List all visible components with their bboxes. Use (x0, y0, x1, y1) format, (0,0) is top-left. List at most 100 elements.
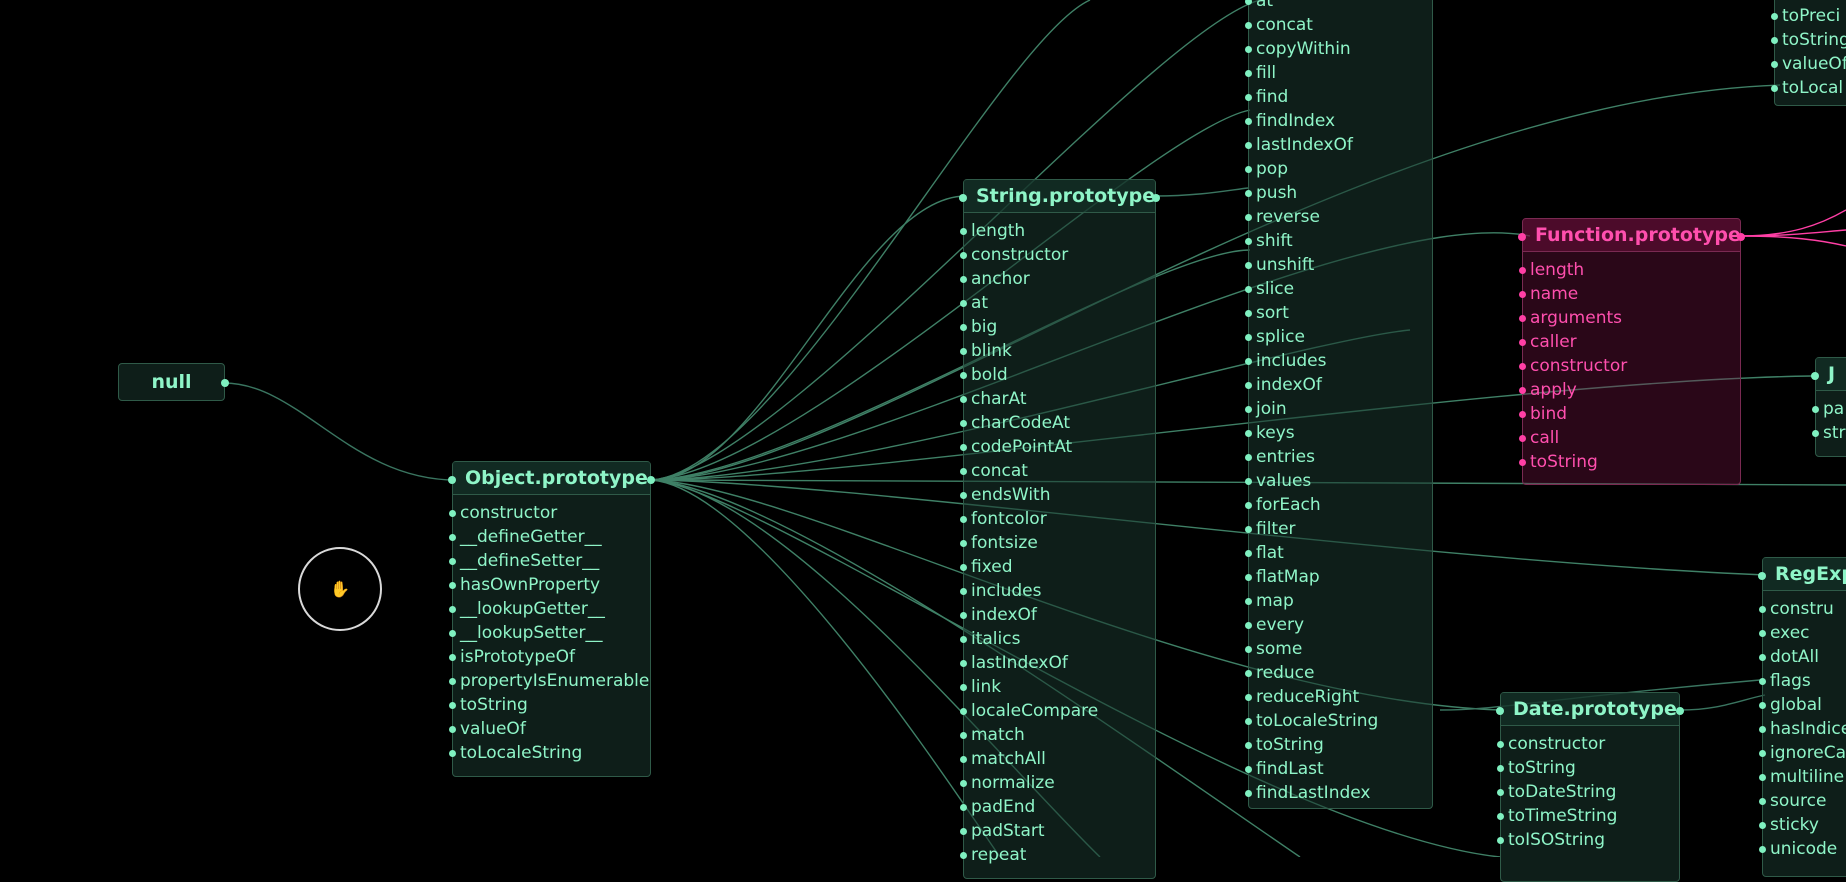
property-item[interactable]: charAt (960, 387, 1155, 411)
property-item[interactable]: isPrototypeOf (449, 645, 650, 669)
node-null[interactable]: null (118, 363, 229, 401)
property-item[interactable]: map (1245, 589, 1432, 613)
output-port[interactable] (1676, 707, 1684, 715)
property-item[interactable]: entries (1245, 445, 1432, 469)
input-port[interactable] (1518, 233, 1526, 241)
property-item[interactable]: push (1245, 181, 1432, 205)
property-item[interactable]: __defineGetter__ (449, 525, 650, 549)
property-item[interactable]: matchAll (960, 747, 1155, 771)
property-item[interactable]: flat (1245, 541, 1432, 565)
property-item[interactable]: __lookupGetter__ (449, 597, 650, 621)
property-item[interactable]: reverse (1245, 205, 1432, 229)
property-item[interactable]: findIndex (1245, 109, 1432, 133)
property-item[interactable]: copyWithin (1245, 37, 1432, 61)
property-item[interactable]: toISOString (1497, 828, 1679, 852)
property-item[interactable]: exec (1759, 621, 1846, 645)
property-item[interactable]: arguments (1519, 306, 1740, 330)
property-item[interactable]: fontcolor (960, 507, 1155, 531)
property-item[interactable]: toLocal (1771, 76, 1846, 100)
input-port[interactable] (959, 194, 967, 202)
property-item[interactable]: bold (960, 363, 1155, 387)
property-item[interactable]: constructor (960, 243, 1155, 267)
node-regexp-prototype[interactable]: RegExp constru exec dotAll flags global … (1758, 557, 1846, 877)
property-item[interactable]: toTimeString (1497, 804, 1679, 828)
property-item[interactable]: shift (1245, 229, 1432, 253)
property-item[interactable]: italics (960, 627, 1155, 651)
property-item[interactable]: lastIndexOf (960, 651, 1155, 675)
property-item[interactable]: findLastIndex (1245, 781, 1432, 805)
property-item[interactable]: reduce (1245, 661, 1432, 685)
property-item[interactable]: toString (1771, 28, 1846, 52)
property-item[interactable]: __lookupSetter__ (449, 621, 650, 645)
property-item[interactable]: join (1245, 397, 1432, 421)
property-item[interactable]: keys (1245, 421, 1432, 445)
property-item[interactable]: repeat (960, 843, 1155, 867)
property-item[interactable]: propertyIsEnumerable (449, 669, 650, 693)
property-item[interactable]: source (1759, 789, 1846, 813)
property-item[interactable]: localeCompare (960, 699, 1155, 723)
property-item[interactable]: hasOwnProperty (449, 573, 650, 597)
node-date-prototype[interactable]: Date.prototype constructor toString toDa… (1496, 692, 1684, 882)
output-port[interactable] (221, 379, 229, 387)
property-item[interactable]: toString (1245, 733, 1432, 757)
node-array-prototype[interactable]: at concat copyWithin fill find findIndex… (1245, 0, 1433, 809)
property-item[interactable]: __defineSetter__ (449, 549, 650, 573)
property-item[interactable]: find (1245, 85, 1432, 109)
property-item[interactable]: padStart (960, 819, 1155, 843)
property-item[interactable]: constructor (1519, 354, 1740, 378)
node-string-prototype[interactable]: String.prototype length constructor anch… (959, 179, 1160, 879)
property-item[interactable]: values (1245, 469, 1432, 493)
property-item[interactable]: apply (1519, 378, 1740, 402)
property-item[interactable]: includes (960, 579, 1155, 603)
property-item[interactable]: unicode (1759, 837, 1846, 861)
input-port[interactable] (1758, 572, 1766, 580)
property-item[interactable]: filter (1245, 517, 1432, 541)
output-port[interactable] (1737, 233, 1745, 241)
property-item[interactable]: some (1245, 637, 1432, 661)
property-item[interactable]: flags (1759, 669, 1846, 693)
property-item[interactable]: blink (960, 339, 1155, 363)
output-port[interactable] (647, 476, 655, 484)
property-item[interactable]: reduceRight (1245, 685, 1432, 709)
property-item[interactable]: toDateString (1497, 780, 1679, 804)
property-item[interactable]: length (960, 219, 1155, 243)
property-item[interactable]: call (1519, 426, 1740, 450)
property-item[interactable]: includes (1245, 349, 1432, 373)
property-item[interactable]: dotAll (1759, 645, 1846, 669)
node-number-prototype[interactable]: toPreci toString valueOf toLocal (1771, 0, 1846, 106)
property-item[interactable]: fixed (960, 555, 1155, 579)
property-item[interactable]: big (960, 315, 1155, 339)
property-item[interactable]: toLocaleString (1245, 709, 1432, 733)
property-item[interactable]: concat (960, 459, 1155, 483)
property-item[interactable]: sticky (1759, 813, 1846, 837)
property-item[interactable]: toString (1519, 450, 1740, 474)
property-item[interactable]: bind (1519, 402, 1740, 426)
property-item[interactable]: indexOf (1245, 373, 1432, 397)
property-item[interactable]: slice (1245, 277, 1432, 301)
property-item[interactable]: toLocaleString (449, 741, 650, 765)
property-item[interactable]: toString (449, 693, 650, 717)
property-item[interactable]: constructor (1497, 732, 1679, 756)
property-item[interactable]: fill (1245, 61, 1432, 85)
property-item[interactable]: match (960, 723, 1155, 747)
property-item[interactable]: charCodeAt (960, 411, 1155, 435)
node-function-prototype[interactable]: Function.prototype length name arguments… (1518, 218, 1745, 485)
property-item[interactable]: indexOf (960, 603, 1155, 627)
node-object-prototype[interactable]: Object.prototype constructor __defineGet… (448, 461, 655, 777)
property-item[interactable]: findLast (1245, 757, 1432, 781)
property-item[interactable]: concat (1245, 13, 1432, 37)
property-item[interactable]: normalize (960, 771, 1155, 795)
property-item[interactable]: every (1245, 613, 1432, 637)
input-port[interactable] (1496, 707, 1504, 715)
property-item[interactable]: valueOf (449, 717, 650, 741)
property-item[interactable]: codePointAt (960, 435, 1155, 459)
property-item[interactable]: ignoreCa (1759, 741, 1846, 765)
property-item[interactable]: valueOf (1771, 52, 1846, 76)
property-item[interactable]: constructor (449, 501, 650, 525)
property-item[interactable]: multiline (1759, 765, 1846, 789)
property-item[interactable]: hasIndice (1759, 717, 1846, 741)
input-port[interactable] (1811, 372, 1819, 380)
property-item[interactable]: length (1519, 258, 1740, 282)
property-item[interactable]: at (960, 291, 1155, 315)
input-port[interactable] (448, 476, 456, 484)
